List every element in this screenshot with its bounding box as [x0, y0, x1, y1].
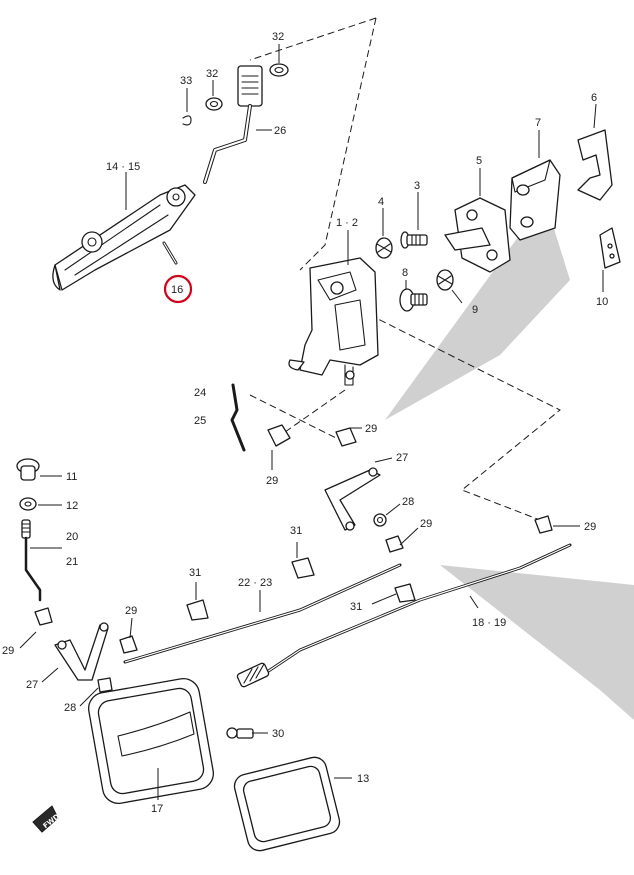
leader-lines — [19, 44, 604, 800]
dashed-line-c — [339, 299, 561, 521]
callout-24: 24 — [194, 387, 206, 399]
clip-29-d — [534, 515, 553, 534]
callout-29-d: 29 — [584, 521, 596, 533]
clip-29-b — [335, 427, 357, 447]
callout-29-e: 29 — [125, 605, 137, 617]
inside-handle-lever-14-15 — [52, 184, 196, 291]
callout-7: 7 — [535, 117, 541, 129]
callout-22-23: 22 · 23 — [238, 577, 272, 589]
callout-31-a: 31 — [290, 525, 302, 537]
callout-27-upper: 27 — [396, 452, 408, 464]
callout-12: 12 — [66, 500, 78, 512]
dashed-line-b — [249, 17, 377, 61]
callout-4: 4 — [378, 196, 384, 208]
pin-16 — [162, 241, 178, 265]
callout-9: 9 — [472, 304, 478, 316]
callout-labels: 32 33 32 26 14 · 15 16 1 · 2 3 4 5 6 7 8… — [2, 31, 608, 815]
callout-29-a: 29 — [365, 423, 377, 435]
callout-18-19: 18 · 19 — [472, 617, 506, 629]
washer-4 — [375, 237, 393, 259]
callout-28-lower: 28 — [64, 702, 76, 714]
highlight-circle-16 — [163, 274, 193, 304]
callout-29-f: 29 — [2, 645, 14, 657]
clip-31-c — [394, 583, 416, 603]
shade-beam-upper — [385, 200, 570, 420]
callout-3: 3 — [414, 180, 420, 192]
callout-13: 13 — [357, 773, 369, 785]
callout-17: 17 — [151, 803, 163, 815]
screw-8 — [399, 288, 428, 312]
callout-10: 10 — [596, 296, 608, 308]
callout-11: 11 — [66, 471, 77, 483]
dashed-line-d — [249, 394, 341, 441]
callout-8: 8 — [402, 267, 408, 279]
clip-31-a — [291, 557, 315, 579]
clip-29-a — [267, 424, 291, 447]
clip-31-b — [186, 599, 209, 621]
callout-33: 33 — [180, 75, 192, 87]
callout-1-2: 1 · 2 — [336, 217, 358, 229]
bezel-13 — [233, 756, 341, 852]
callout-25: 25 — [194, 415, 206, 427]
washer-32-top — [269, 63, 289, 77]
callout-27-lower: 27 — [26, 679, 38, 691]
dashed-line-e — [284, 389, 346, 433]
lock-knob-11 — [16, 458, 40, 481]
inside-handle-17 — [88, 678, 214, 804]
callout-31-c: 31 — [350, 601, 362, 613]
callout-6: 6 — [591, 92, 597, 104]
shade-beam-lower — [440, 565, 634, 720]
callout-16: 16 — [171, 284, 183, 296]
callout-21: 21 — [66, 556, 78, 568]
callout-31-b: 31 — [189, 567, 201, 579]
rod-24-25 — [230, 383, 246, 452]
callout-26: 26 — [274, 125, 286, 137]
nut-28-lower — [97, 677, 113, 693]
cable-18-19-inner — [254, 544, 571, 681]
lock-rod-20-21 — [21, 519, 42, 602]
bumper-pad-7 — [509, 159, 561, 241]
shim-6 — [577, 129, 613, 201]
dashed-line-a — [299, 17, 377, 271]
callout-5: 5 — [476, 155, 482, 167]
nut-28-upper — [373, 513, 387, 527]
washer-32-left — [205, 97, 223, 111]
washer-9 — [436, 269, 454, 291]
door-lock-1-2 — [288, 257, 379, 386]
cable-end-spring — [236, 662, 270, 688]
callout-14-15: 14 · 15 — [106, 161, 140, 173]
nut-plate-10 — [599, 227, 621, 269]
callout-28-upper: 28 — [402, 496, 414, 508]
callout-32-left: 32 — [206, 68, 218, 80]
callout-29-b: 29 — [266, 475, 278, 487]
striker-5 — [444, 197, 511, 273]
screw-3 — [400, 231, 428, 249]
bellcrank-27-upper — [324, 467, 381, 531]
bellcrank-27-lower — [54, 622, 109, 681]
callout-20: 20 — [66, 531, 78, 543]
clip-29-c — [385, 535, 404, 553]
forward-arrow-icon: FWD — [32, 805, 61, 833]
rod-26 — [203, 65, 263, 184]
callout-32-top: 32 — [272, 31, 284, 43]
clip-29-e — [34, 607, 53, 626]
clip-29-f — [119, 635, 138, 654]
clip-33 — [182, 115, 192, 126]
bolt-30 — [226, 727, 254, 739]
rod-22-23-inner — [124, 564, 401, 663]
callout-29-c: 29 — [420, 518, 432, 530]
grommet-12 — [19, 497, 37, 511]
callout-30: 30 — [272, 728, 284, 740]
